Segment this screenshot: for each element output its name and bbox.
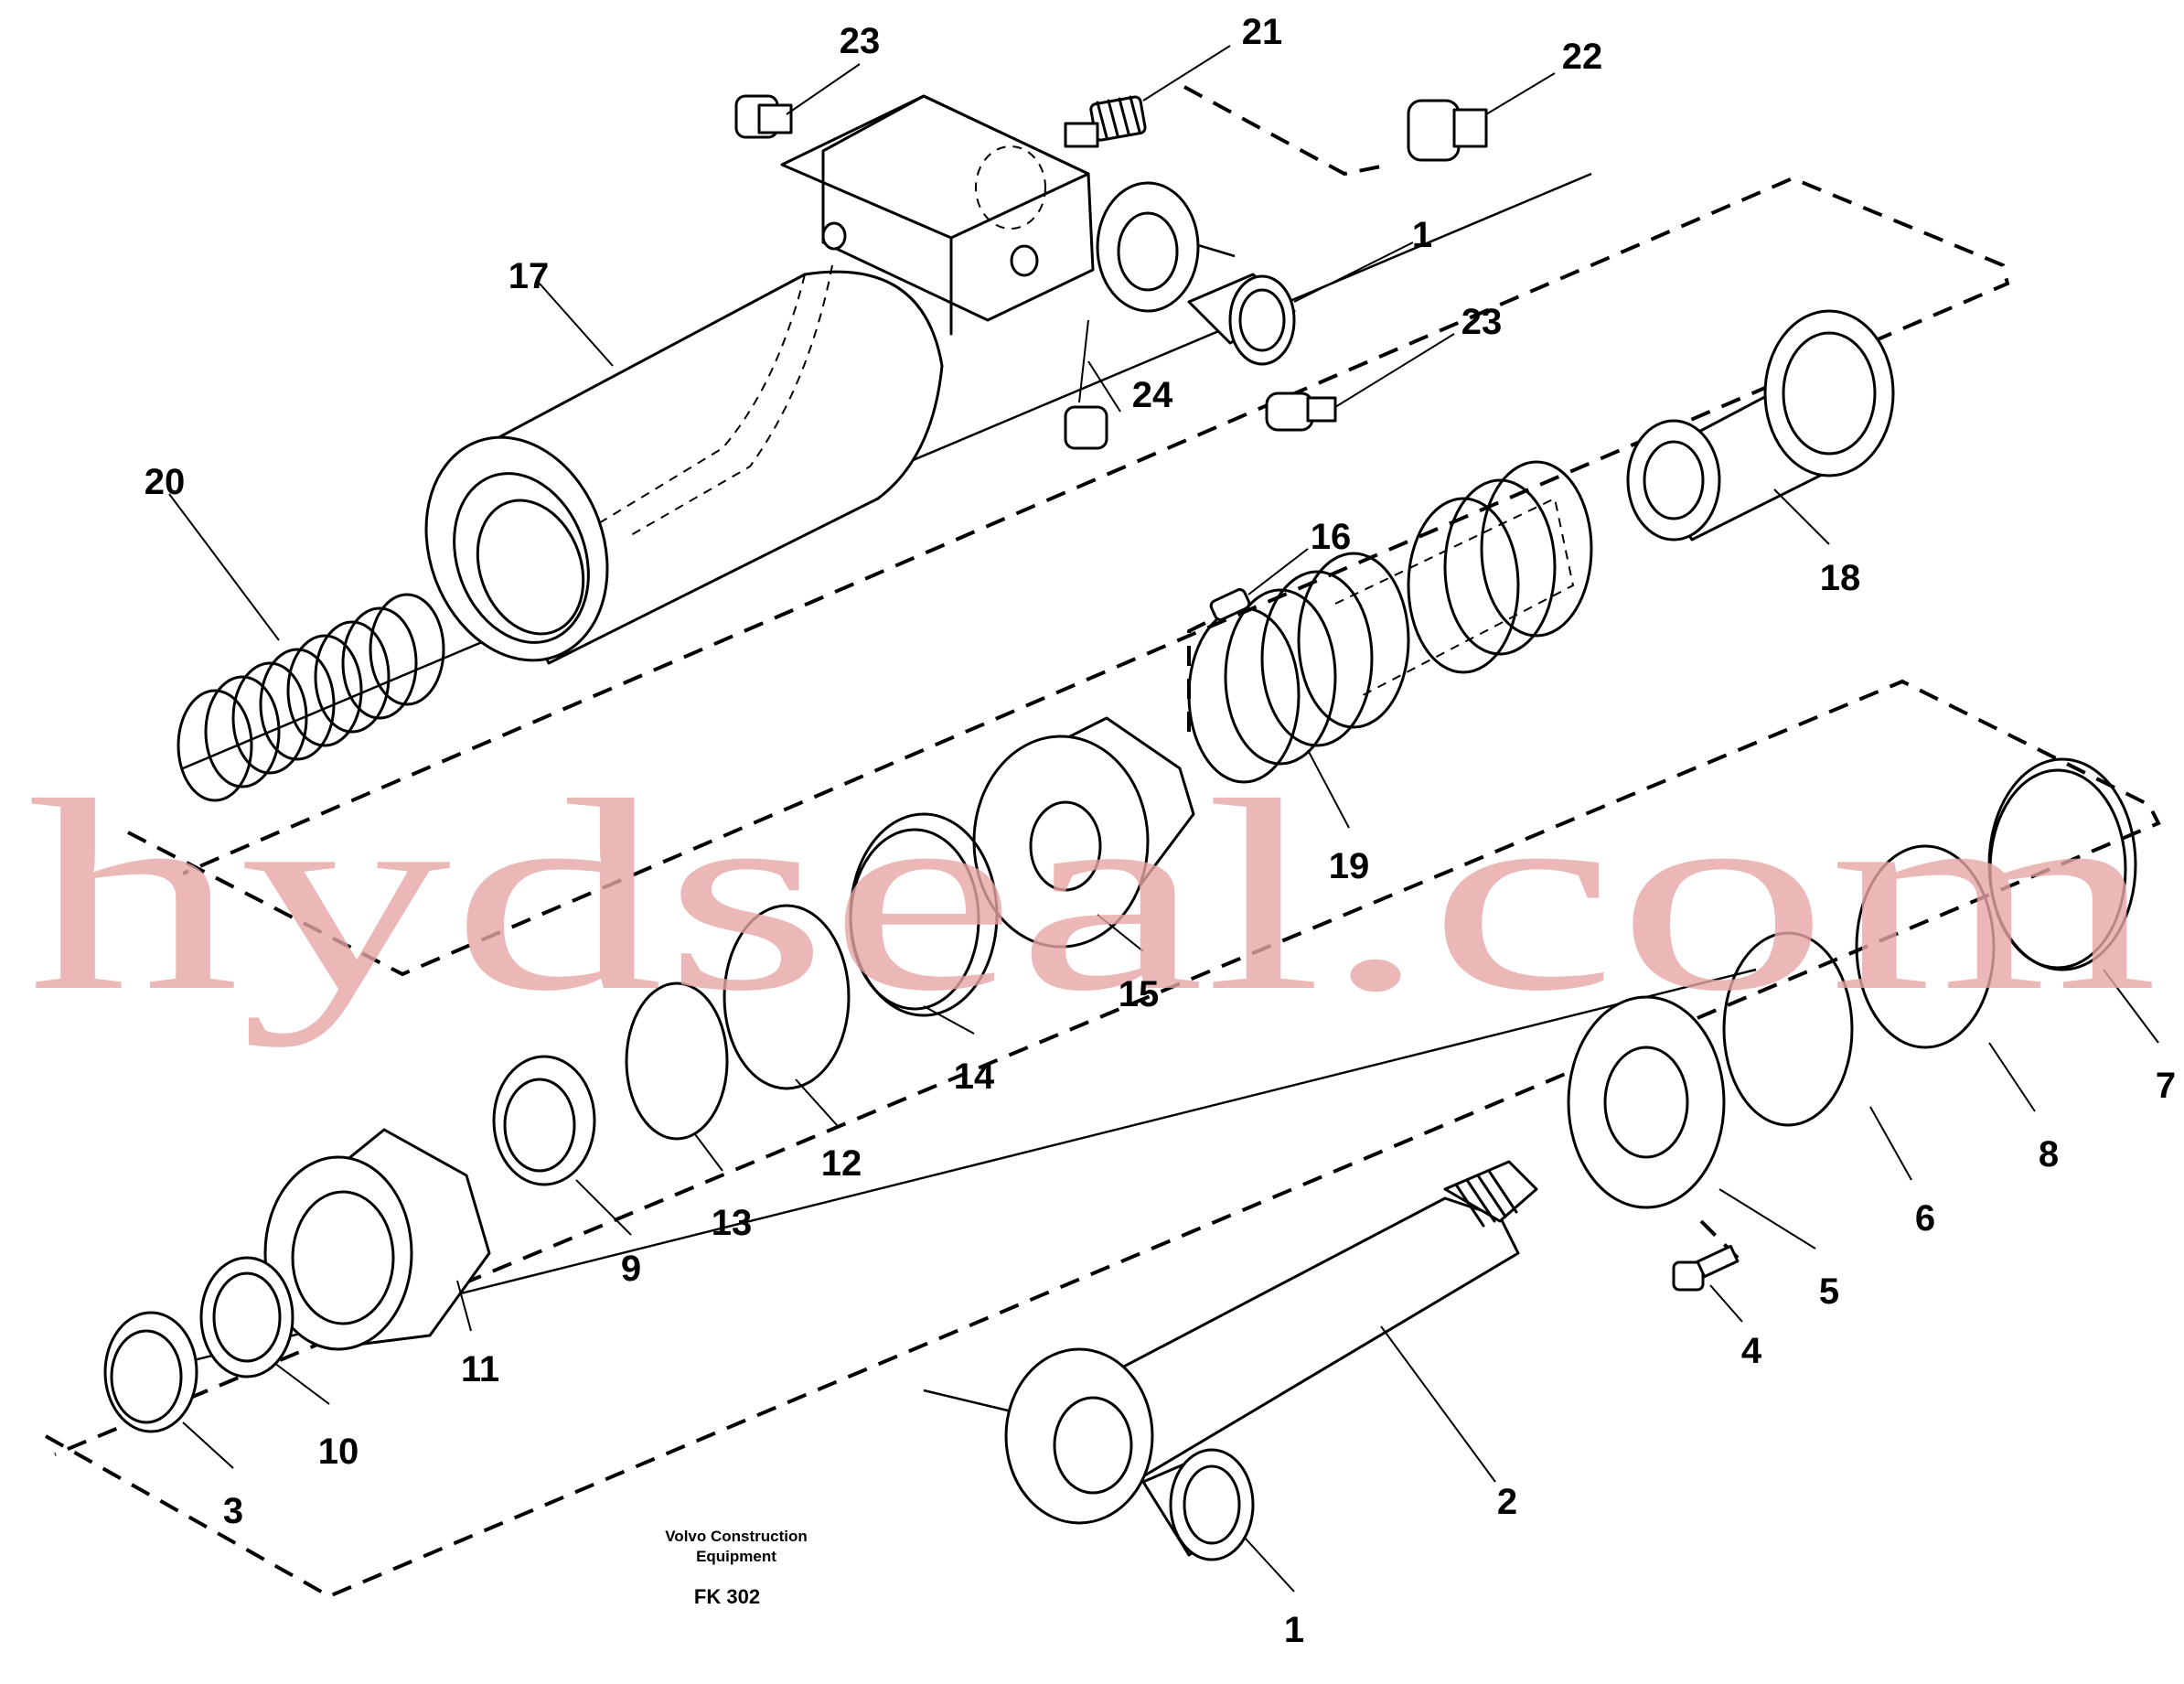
cylinder-barrel-17 — [424, 94, 1200, 665]
callout-23-right: 23 — [1461, 302, 1503, 342]
callout-numbers: 23 21 22 1 17 23 24 20 16 18 19 15 14 12… — [145, 12, 2176, 1650]
pin-16 — [1209, 588, 1251, 621]
rings-14-12-13 — [625, 812, 999, 1141]
sleeve-18 — [1626, 309, 1895, 542]
caption-block: Volvo Construction Equipment FK 302 — [665, 1528, 808, 1608]
callout-19: 19 — [1329, 846, 1370, 886]
piston-rod-2 — [1004, 1160, 1538, 1525]
caption-line-2: Equipment — [696, 1548, 776, 1565]
callout-1-bottom: 1 — [1284, 1610, 1304, 1650]
figure-code: FK 302 — [694, 1585, 760, 1608]
seals-10-and-3 — [103, 1256, 294, 1433]
callout-20: 20 — [145, 462, 186, 502]
callout-16: 16 — [1311, 517, 1352, 557]
piston-15 — [972, 716, 1195, 949]
bolt-4 — [1672, 1244, 1740, 1292]
callout-11: 11 — [461, 1349, 499, 1389]
bushing-1-top — [1187, 273, 1296, 366]
callout-9: 9 — [621, 1249, 641, 1289]
callout-24: 24 — [1132, 375, 1173, 415]
callout-5: 5 — [1819, 1271, 1839, 1312]
spring-20 — [177, 593, 445, 802]
callout-17: 17 — [509, 256, 550, 296]
rings-7-8-6-5 — [1567, 757, 2137, 1209]
callout-23-top: 23 — [840, 21, 881, 61]
callout-10: 10 — [318, 1432, 359, 1472]
callout-22: 22 — [1562, 37, 1603, 77]
caption-line-1: Volvo Construction — [665, 1528, 808, 1545]
callout-4: 4 — [1741, 1331, 1762, 1371]
callout-15: 15 — [1119, 974, 1160, 1014]
plugs-and-fittings — [734, 94, 1488, 450]
callout-3: 3 — [223, 1491, 243, 1531]
spring-19 — [1187, 460, 1593, 784]
callout-2: 2 — [1497, 1482, 1517, 1522]
callout-18: 18 — [1820, 558, 1861, 598]
callout-6: 6 — [1915, 1198, 1935, 1239]
callout-8: 8 — [2039, 1134, 2059, 1175]
callout-1-top: 1 — [1412, 215, 1432, 255]
cylinder-head-11 — [263, 1128, 491, 1351]
callout-14: 14 — [954, 1057, 995, 1097]
bushing-1-bottom — [1141, 1448, 1255, 1561]
callout-12: 12 — [821, 1143, 862, 1184]
callout-21: 21 — [1242, 12, 1283, 52]
leader-lines — [168, 45, 2159, 1593]
callout-13: 13 — [712, 1203, 753, 1243]
watermark-text: hydseal.com — [27, 744, 2158, 1048]
bushing-9 — [492, 1055, 596, 1186]
callout-7: 7 — [2156, 1066, 2176, 1106]
